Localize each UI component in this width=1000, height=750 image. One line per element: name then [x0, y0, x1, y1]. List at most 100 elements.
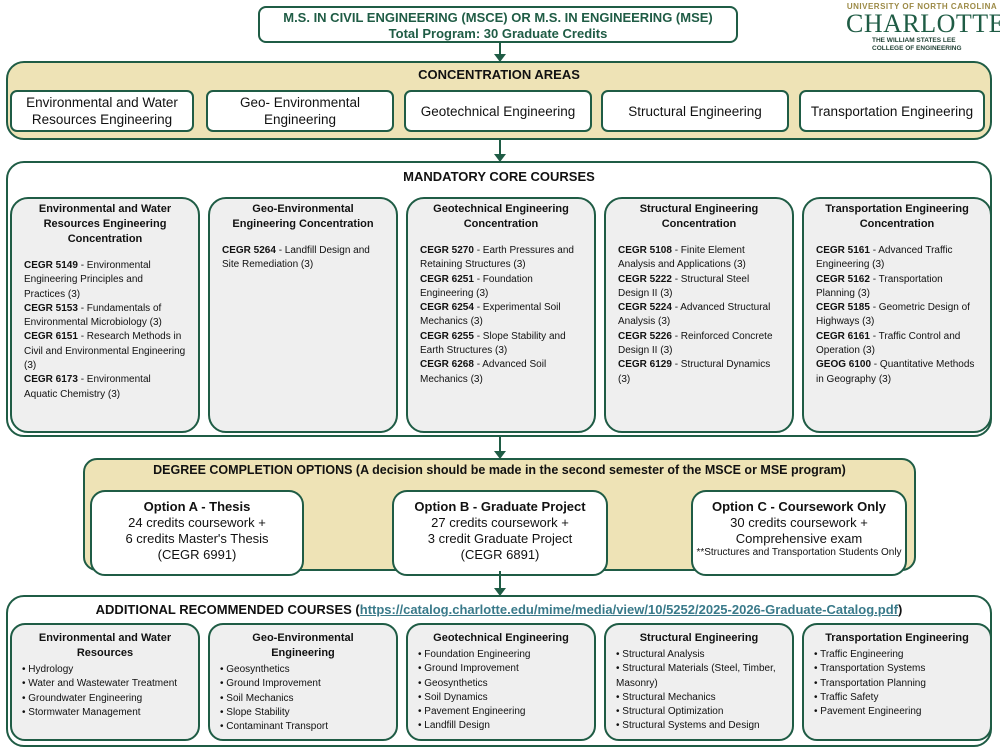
additional-course-item: Pavement Engineering: [418, 705, 584, 719]
course-list: CEGR 5161 - Advanced Traffic Engineering…: [816, 244, 978, 387]
core-column-title: Transportation Engineering Concentration: [825, 203, 969, 230]
arrow-down-icon: [494, 437, 506, 459]
course-description: - Advanced Traffic Engineering (3): [816, 245, 953, 271]
additional-courses-title: ADDITIONAL RECOMMENDED COURSES (https://…: [8, 602, 990, 617]
additional-title-prefix: ADDITIONAL RECOMMENDED COURSES (: [95, 602, 360, 617]
additional-course-item: Geosynthetics: [220, 663, 386, 677]
core-box: Geo-Environmental Engineering Concentrat…: [208, 197, 398, 433]
additional-box: Geo-Environmental EngineeringGeosyntheti…: [208, 623, 398, 741]
additional-course-item: Transportation Planning: [814, 677, 980, 691]
concentration-areas-section: CONCENTRATION AREAS Environmental and Wa…: [6, 61, 992, 140]
course-code: CEGR 5264: [222, 245, 276, 256]
additional-course-item: Transportation Systems: [814, 662, 980, 676]
course-entry: CEGR 6129 - Structural Dynamics (3): [618, 358, 780, 387]
additional-box: Environmental and Water ResourcesHydrolo…: [10, 623, 200, 741]
course-entry: CEGR 6161 - Traffic Control and Operatio…: [816, 330, 978, 359]
additional-title-suffix: ): [898, 602, 903, 617]
option-a-title: Option A - Thesis: [143, 499, 251, 514]
additional-course-item: Water and Wastewater Treatment: [22, 677, 188, 691]
course-entry: CEGR 5222 - Structural Steel Design II (…: [618, 273, 780, 302]
course-list: CEGR 5108 - Finite Element Analysis and …: [618, 244, 780, 387]
additional-course-item: Pavement Engineering: [814, 705, 980, 719]
course-code: CEGR 5153: [24, 302, 78, 314]
course-description: - Research Methods in Civil and Environm…: [24, 331, 186, 372]
option-b-line: 27 credits coursework +: [431, 515, 569, 530]
course-description: - Advanced Structural Analysis (3): [618, 302, 771, 328]
course-description: - Reinforced Concrete Design II (3): [618, 330, 773, 357]
additional-course-list: HydrologyWater and Wastewater TreatmentG…: [22, 663, 188, 720]
option-c-box: Option C - Coursework Only 30 credits co…: [691, 490, 907, 576]
course-description: - Earth Pressures and Retaining Structur…: [420, 245, 574, 271]
course-code: CEGR 5149: [24, 260, 78, 271]
course-code: CEGR 6255: [420, 330, 474, 342]
course-description: - Structural Steel Design II (3): [618, 273, 750, 299]
option-c-note: **Structures and Transportation Students…: [696, 547, 902, 558]
core-column-title: Environmental and Water Resources Engine…: [38, 203, 172, 245]
logo-sub1-text: THE WILLIAM STATES LEE: [872, 37, 956, 44]
course-entry: CEGR 6255 - Slope Stability and Earth St…: [420, 330, 582, 359]
course-entry: GEOG 6100 - Quantitative Methods in Geog…: [816, 358, 978, 387]
course-code: CEGR 6268: [420, 359, 474, 371]
additional-course-item: Soil Mechanics: [220, 692, 386, 706]
additional-course-item: Structural Analysis: [616, 648, 782, 662]
concentration-box: Transportation Engineering: [799, 90, 985, 132]
core-column-title: Geotechnical Engineering Concentration: [433, 203, 569, 230]
logo-sub2-text: COLLEGE OF ENGINEERING: [872, 45, 962, 52]
program-title: M.S. IN CIVIL ENGINEERING (MSCE) OR M.S.…: [258, 6, 738, 43]
course-entry: CEGR 6173 - Environmental Aquatic Chemis…: [24, 373, 186, 402]
course-description: - Transportation Planning (3): [816, 273, 943, 299]
catalog-link[interactable]: https://catalog.charlotte.edu/mime/media…: [359, 602, 898, 617]
additional-course-item: Structural Systems and Design: [616, 719, 782, 733]
course-code: CEGR 5222: [618, 273, 672, 285]
additional-column-title: Geotechnical Engineering: [433, 632, 569, 644]
university-logo: UNIVERSITY OF NORTH CAROLINA CHARLOTTE T…: [846, 2, 1000, 54]
option-a-line: (CEGR 6991): [157, 547, 237, 562]
course-description: - Environmental Engineering Principles a…: [24, 260, 151, 300]
additional-course-item: Soil Dynamics: [418, 691, 584, 705]
course-entry: CEGR 5162 - Transportation Planning (3): [816, 273, 978, 302]
concentration-box: Geo- Environmental Engineering: [206, 90, 394, 132]
option-c-line: Comprehensive exam: [735, 531, 863, 546]
degree-options-section: DEGREE COMPLETION OPTIONS (A decision sh…: [83, 458, 916, 576]
course-description: - Traffic Control and Operation (3): [816, 330, 961, 357]
course-list: CEGR 5270 - Earth Pressures and Retainin…: [420, 244, 582, 387]
additional-course-item: Structural Optimization: [616, 705, 782, 719]
course-code: CEGR 6173: [24, 374, 78, 386]
course-description: - Environmental Aquatic Chemistry (3): [24, 374, 151, 400]
additional-courses-section: ADDITIONAL RECOMMENDED COURSES (https://…: [6, 595, 992, 747]
additional-box: Geotechnical EngineeringFoundation Engin…: [406, 623, 596, 741]
additional-course-list: GeosyntheticsGround ImprovementSoil Mech…: [220, 663, 386, 734]
course-code: CEGR 6129: [618, 359, 672, 371]
additional-course-item: Ground Improvement: [418, 662, 584, 676]
course-entry: CEGR 6251 - Foundation Engineering (3): [420, 273, 582, 302]
course-entry: CEGR 5270 - Earth Pressures and Retainin…: [420, 244, 582, 273]
concentration-box: Structural Engineering: [601, 90, 789, 132]
course-description: - Fundamentals of Environmental Microbio…: [24, 302, 162, 329]
course-code: CEGR 6151: [24, 331, 78, 343]
course-description: - Advanced Soil Mechanics (3): [420, 359, 547, 385]
core-column-title: Structural Engineering Concentration: [639, 203, 759, 230]
course-description: - Geometric Design of Highways (3): [816, 302, 970, 328]
additional-course-item: Traffic Safety: [814, 691, 980, 705]
program-total-credits: Total Program: 30 Graduate Credits: [388, 26, 608, 41]
option-a-box: Option A - Thesis 24 credits coursework …: [90, 490, 304, 576]
course-entry: CEGR 5149 - Environmental Engineering Pr…: [24, 259, 186, 302]
additional-course-item: Hydrology: [22, 663, 188, 677]
option-b-title: Option B - Graduate Project: [414, 499, 586, 514]
course-code: CEGR 5108: [618, 245, 672, 256]
core-courses-title: MANDATORY CORE COURSES: [403, 169, 595, 184]
concentration-areas-title: CONCENTRATION AREAS: [418, 67, 580, 82]
additional-course-item: Traffic Engineering: [814, 648, 980, 662]
additional-column-title: Environmental and Water Resources: [38, 632, 172, 659]
course-description: - Slope Stability and Earth Structures (…: [420, 330, 566, 357]
option-b-box: Option B - Graduate Project 27 credits c…: [392, 490, 608, 576]
additional-course-list: Structural AnalysisStructural Materials …: [616, 648, 782, 734]
core-column-title: Geo-Environmental Engineering Concentrat…: [232, 203, 374, 230]
additional-course-list: Foundation EngineeringGround Improvement…: [418, 648, 584, 734]
additional-course-item: Stormwater Management: [22, 706, 188, 720]
additional-course-item: Ground Improvement: [220, 677, 386, 691]
course-code: GEOG 6100: [816, 359, 872, 371]
